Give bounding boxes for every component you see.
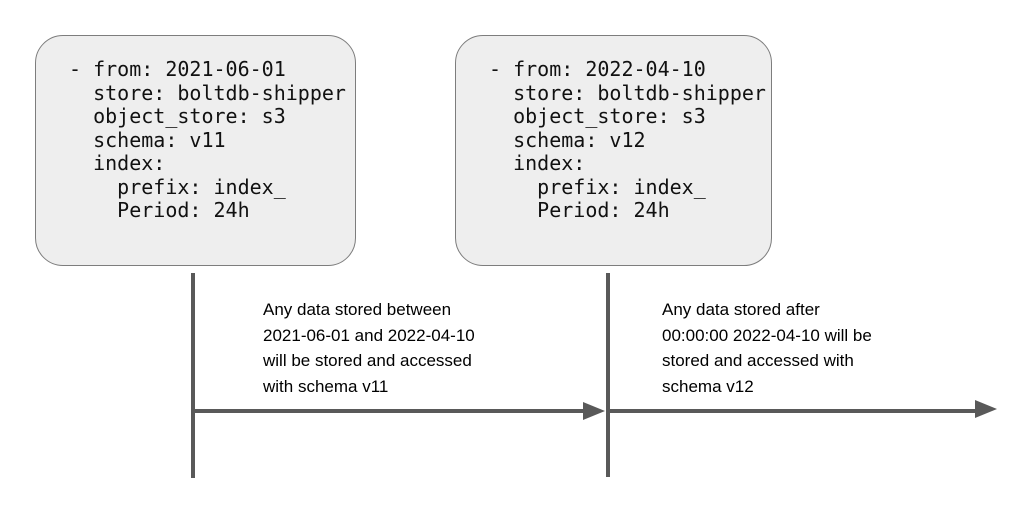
timeline-segment-v11 [193, 409, 583, 413]
annotation-between-period: Any data stored between 2021-06-01 and 2… [263, 297, 475, 399]
annotation-line: Any data stored after [662, 300, 820, 319]
config-code-schema-v12: - from: 2022-04-10 store: boltdb-shipper… [489, 57, 766, 222]
timeline-marker-2021-06-01 [191, 273, 195, 478]
config-code-schema-v11: - from: 2021-06-01 store: boltdb-shipper… [69, 57, 346, 222]
annotation-line: with schema v11 [263, 376, 389, 396]
annotation-line: Any data stored between [263, 300, 452, 319]
arrowhead-v11-icon [583, 402, 605, 420]
arrowhead-v12-icon [975, 400, 997, 418]
annotation-line: will be stored and accessed [263, 351, 472, 370]
timeline-marker-2022-04-10 [606, 273, 610, 477]
config-box-schema-v11: - from: 2021-06-01 store: boltdb-shipper… [35, 35, 356, 266]
annotation-line: stored and accessed with [662, 351, 854, 370]
config-box-schema-v12: - from: 2022-04-10 store: boltdb-shipper… [455, 35, 772, 266]
annotation-after-period: Any data stored after 00:00:00 2022-04-1… [662, 297, 872, 399]
annotation-line: 2021-06-01 and 2022-04-10 [263, 325, 475, 345]
annotation-line: schema v12 [662, 376, 754, 396]
timeline-segment-v12 [610, 409, 975, 413]
annotation-line: 00:00:00 2022-04-10 will be [662, 325, 872, 345]
